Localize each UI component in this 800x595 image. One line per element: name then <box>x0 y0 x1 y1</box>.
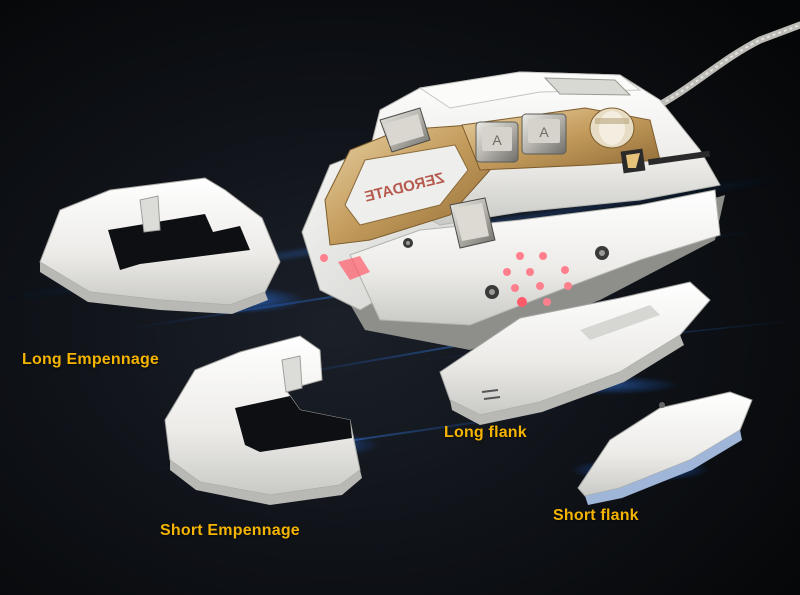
gaming-mouse: ZERODATE A A <box>301 71 725 350</box>
red-led-dots <box>320 252 572 307</box>
brand-emblem <box>620 148 711 174</box>
short-empennage-label: Short Empennage <box>160 522 300 539</box>
long-flank-part <box>439 281 711 425</box>
macro-button-2: A <box>521 113 567 155</box>
macro-button-2-label: A <box>539 124 549 140</box>
macro-button-1: A <box>475 121 519 163</box>
side-button-top <box>379 107 431 153</box>
long-empennage-label: Long Empennage <box>22 351 160 368</box>
short-flank-part <box>577 391 753 505</box>
short-flank-label: Short flank <box>553 507 639 524</box>
long-empennage-part <box>39 177 281 314</box>
screws <box>403 238 609 299</box>
side-button-front <box>449 197 496 249</box>
long-flank-label: Long flank <box>444 424 527 441</box>
macro-button-1-label: A <box>492 132 502 148</box>
mouse-cable <box>646 21 800 114</box>
scroll-wheel <box>589 107 635 149</box>
short-empennage-part <box>164 335 362 505</box>
